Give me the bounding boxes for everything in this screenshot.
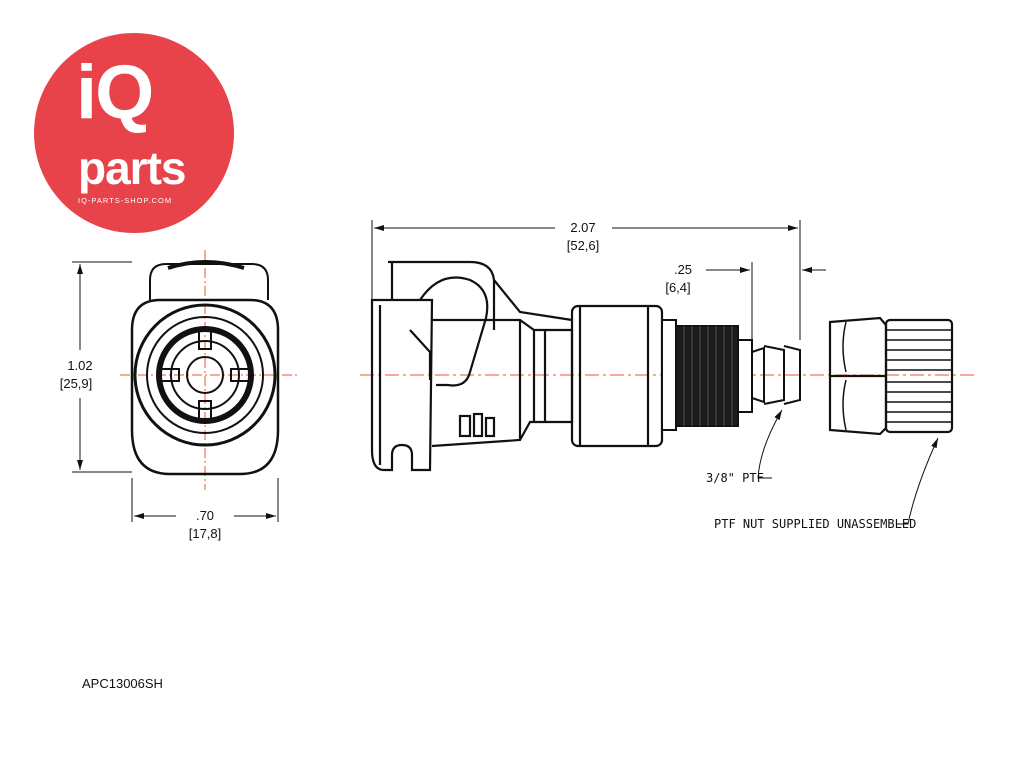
ptf-nut bbox=[828, 316, 954, 436]
length-mm-label: [52,6] bbox=[567, 238, 600, 253]
coupling-body bbox=[370, 260, 664, 472]
logo-iq-text: iQ bbox=[76, 50, 154, 135]
part-number: APC13006SH bbox=[82, 676, 163, 691]
width-mm-label: [17,8] bbox=[189, 526, 222, 541]
hose-barb bbox=[751, 345, 801, 405]
width-in-label: .70 bbox=[196, 508, 214, 523]
end-view bbox=[120, 250, 300, 490]
nut-leader bbox=[896, 437, 939, 525]
length-in-label: 2.07 bbox=[570, 220, 595, 235]
nut-note: PTF NUT SUPPLIED UNASSEMBLED bbox=[714, 517, 916, 531]
thread-note: 3/8" PTF bbox=[706, 471, 764, 485]
thread-leader bbox=[757, 409, 783, 479]
logo-url-text: IQ-PARTS-SHOP.COM bbox=[78, 196, 173, 205]
width-dimension bbox=[131, 478, 279, 522]
iq-parts-logo: iQ parts IQ-PARTS-SHOP.COM bbox=[34, 33, 234, 233]
height-dimension bbox=[72, 261, 132, 473]
height-in-label: 1.02 bbox=[67, 358, 92, 373]
height-mm-label: [25,9] bbox=[60, 376, 93, 391]
length-dimension bbox=[371, 220, 801, 340]
barb-in-label: .25 bbox=[674, 262, 692, 277]
barb-mm-label: [6,4] bbox=[665, 280, 690, 295]
logo-parts-text: parts bbox=[78, 142, 186, 194]
barb-dimension bbox=[706, 262, 826, 340]
ptf-thread bbox=[661, 319, 753, 431]
